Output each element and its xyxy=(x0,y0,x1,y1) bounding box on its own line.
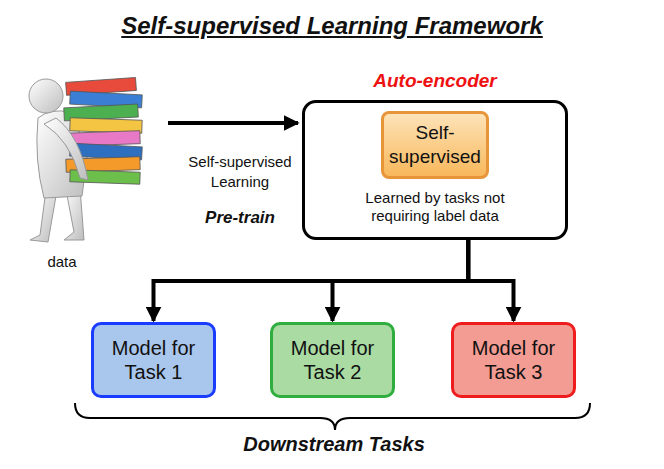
connector xyxy=(468,240,513,321)
connector xyxy=(333,240,469,321)
task-box: Model for Task 2 xyxy=(270,322,395,398)
box-label: Self-supervised xyxy=(388,121,482,169)
diagram-title: Self-supervised Learning Framework xyxy=(0,12,664,40)
arrow-label: Self-supervised Learning xyxy=(175,152,305,192)
brace-label: Downstream Tasks xyxy=(243,434,425,454)
arrow-label: Pre-train xyxy=(205,208,275,228)
brace xyxy=(75,403,590,430)
autoencoder-box: Auto-encoderSelf-supervisedLearned by ta… xyxy=(302,100,568,240)
data-label: data xyxy=(47,252,76,272)
box-label: Model for Task 1 xyxy=(100,336,207,384)
node-body: Learned by tasks not requiring label dat… xyxy=(335,189,535,225)
box-label: Model for Task 2 xyxy=(279,336,386,384)
connector xyxy=(154,240,469,321)
selfsupervised-box: Self-supervised xyxy=(381,111,489,179)
pretrain-arrow xyxy=(168,121,298,125)
node-heading: Auto-encoder xyxy=(305,70,565,92)
task-box: Model for Task 1 xyxy=(91,322,216,398)
box-label: Model for Task 3 xyxy=(460,336,567,384)
person-with-binders xyxy=(29,78,142,242)
task-box: Model for Task 3 xyxy=(451,322,576,398)
